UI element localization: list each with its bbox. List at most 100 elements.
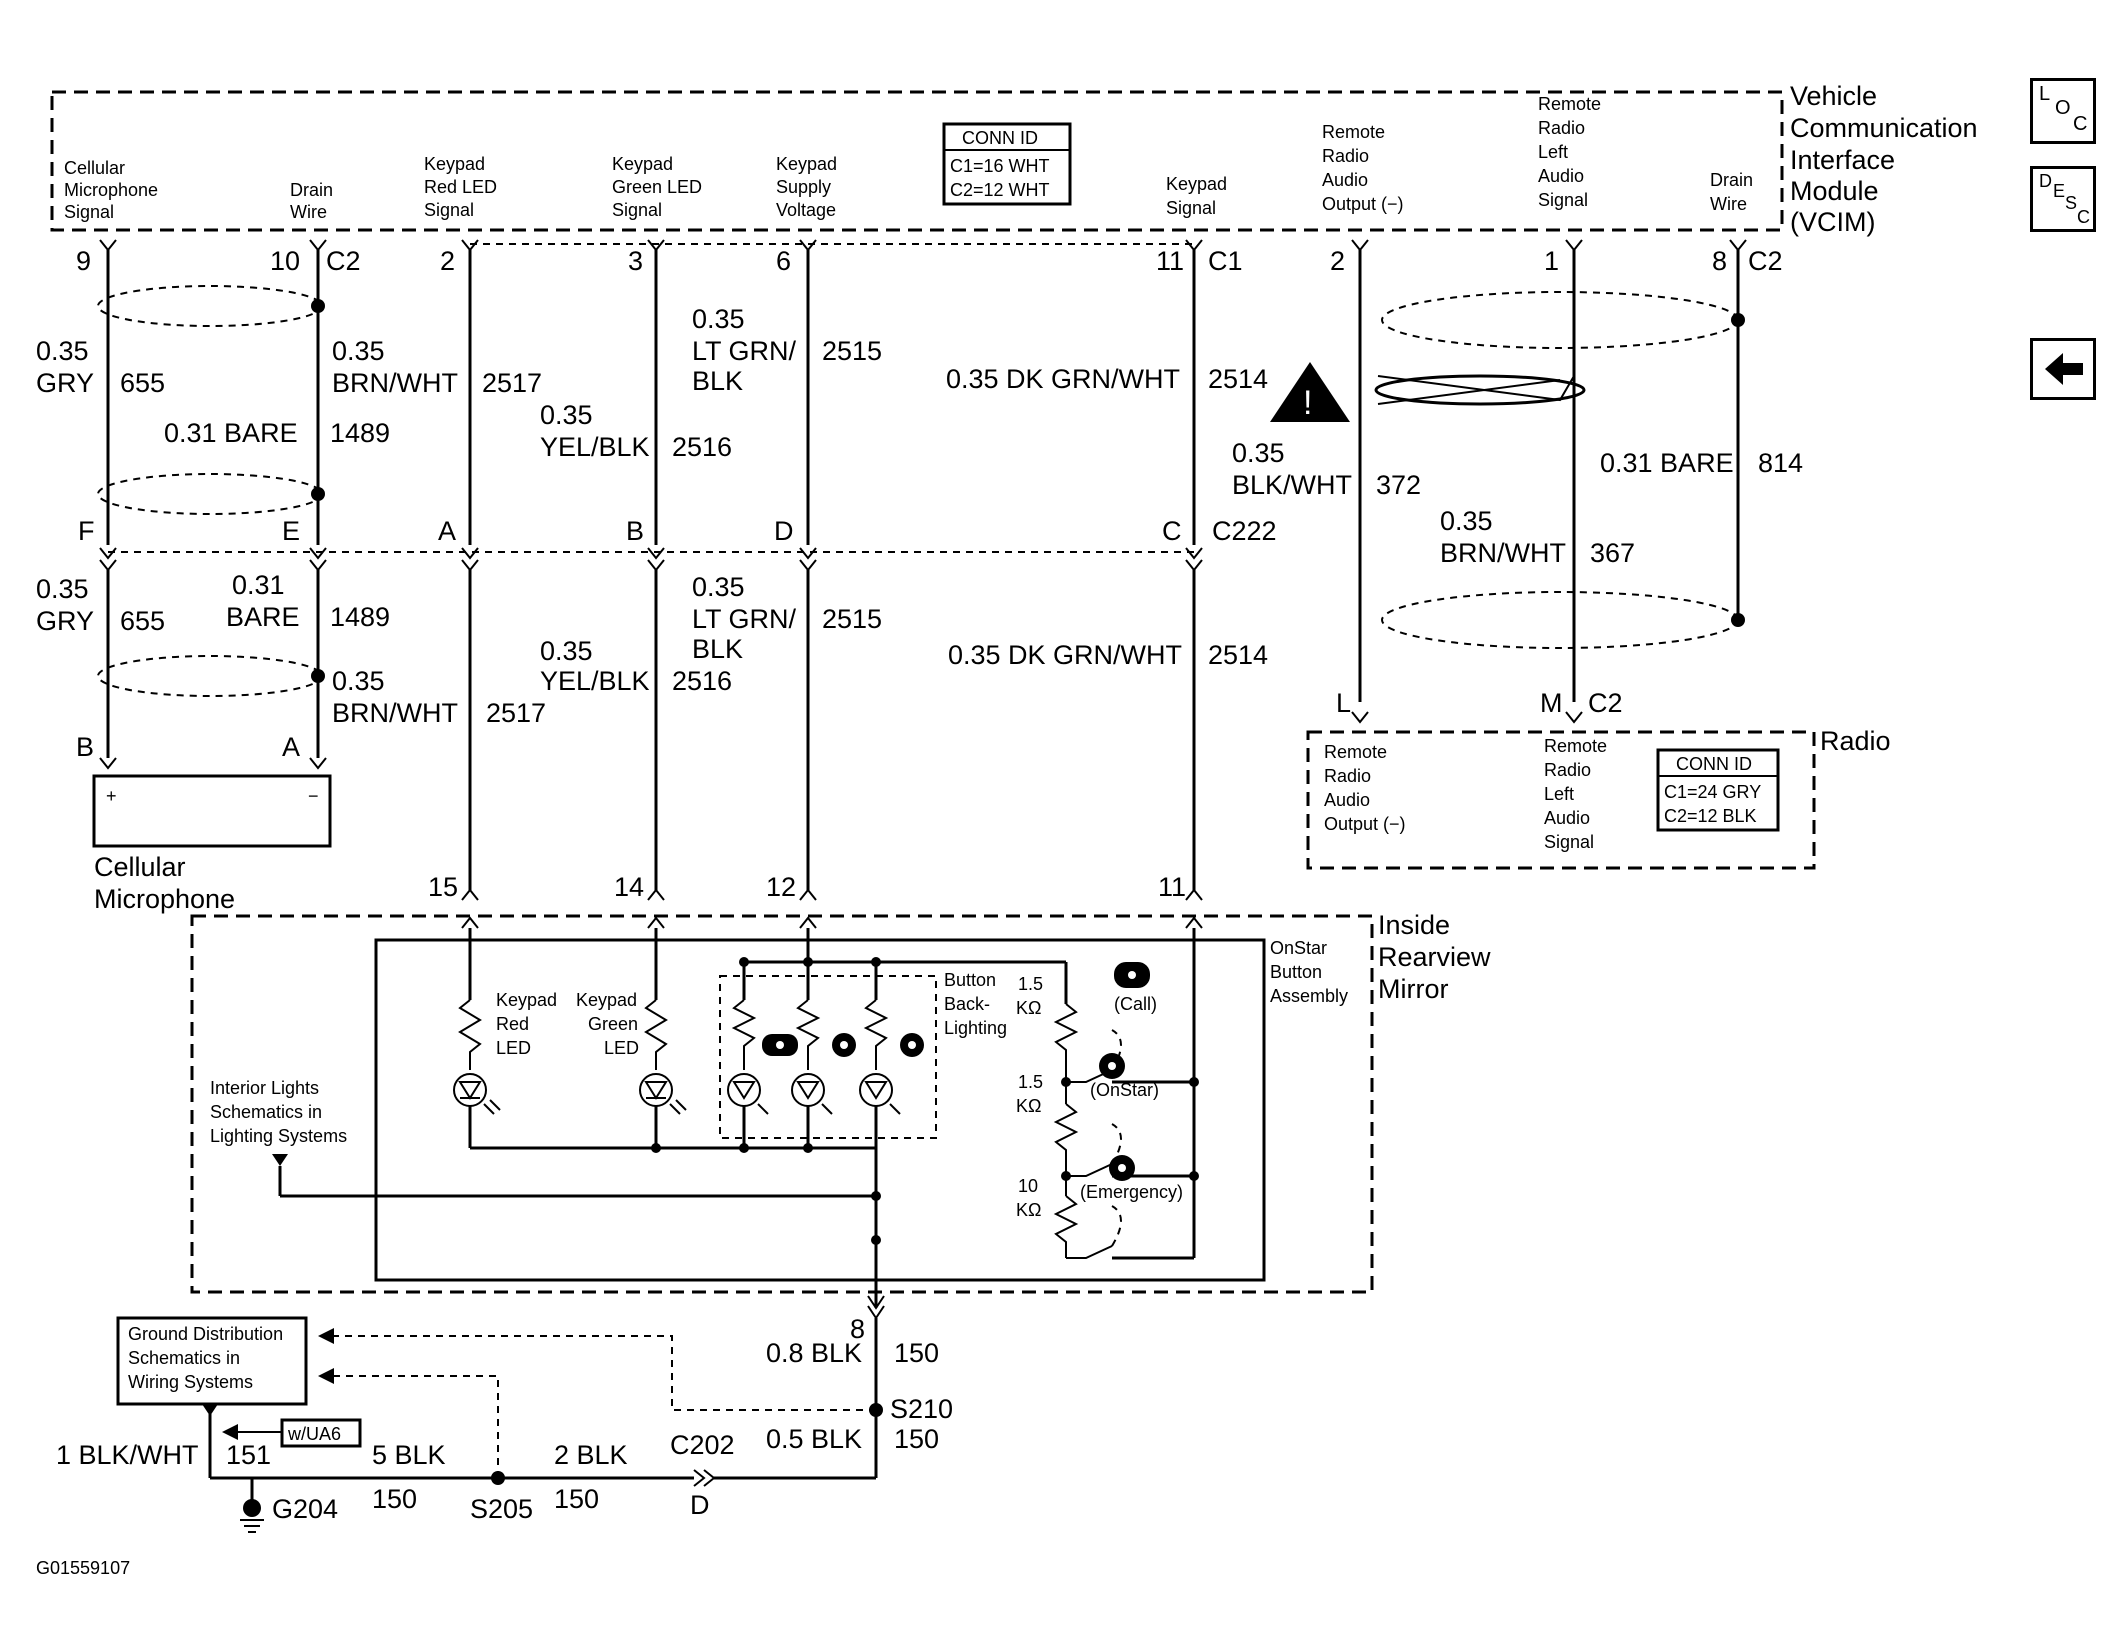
lower-wire-labels: 0.35 GRY 655 0.31 BARE 1489 0.35 BRN/WHT…	[36, 570, 1268, 728]
wire-circuit: 150	[372, 1484, 417, 1514]
wire-color: GRY	[36, 368, 94, 398]
vcim-pin-label: Supply	[776, 177, 831, 197]
red-led-label: Keypad	[496, 990, 557, 1010]
resistor-value: 10	[1018, 1176, 1038, 1196]
mirror-pin: 11	[1158, 872, 1186, 902]
vcim-title-5: (VCIM)	[1790, 207, 1875, 237]
radio-pin-label: Left	[1544, 784, 1574, 804]
interior-lights-arrow-icon	[272, 1154, 288, 1166]
pin-number: 1	[1544, 246, 1559, 276]
c222-pin: C	[1162, 516, 1182, 546]
desc-button[interactable]: D E S C	[2030, 166, 2096, 232]
wire-color: BARE	[226, 602, 300, 632]
wire-circuit: 2515	[822, 604, 882, 634]
desc-letter: D	[2039, 171, 2052, 191]
vcim-pin-labels: Cellular Microphone Signal Drain Wire Ke…	[64, 94, 1753, 222]
vcim-pin-label: Cellular	[64, 158, 125, 178]
mic-label: Cellular	[94, 852, 186, 882]
vcim-pin-label: Left	[1538, 142, 1568, 162]
back-button[interactable]	[2030, 338, 2096, 400]
pin-number: 11	[1156, 246, 1184, 276]
mirror-pin: 15	[428, 872, 458, 902]
ground-label: G204	[272, 1494, 338, 1524]
wire-circuit: 1489	[330, 418, 390, 448]
wire-circuit: 2517	[482, 368, 542, 398]
vcim-pin-label: Wire	[290, 202, 327, 222]
wire-circuit: 151	[226, 1440, 271, 1470]
option-box	[280, 1418, 362, 1448]
radio-conn-id-c2: C2=12 BLK	[1664, 806, 1757, 826]
connector-pin: D	[690, 1490, 710, 1520]
radio-conn-id-header: CONN ID	[1676, 754, 1752, 774]
radio-pin: L	[1336, 688, 1351, 718]
radio-pin-label: Remote	[1324, 742, 1387, 762]
c222-pin: D	[774, 516, 794, 546]
wire-circuit: 372	[1376, 470, 1421, 500]
vcim-pin-label: Output (−)	[1322, 194, 1404, 214]
resistor-value: 1.5	[1018, 974, 1043, 994]
mirror-pin: 12	[766, 872, 796, 902]
vcim-pin-label: Voltage	[776, 200, 836, 220]
c222-pin: B	[626, 516, 644, 546]
vcim-pin-label: Signal	[1166, 198, 1216, 218]
loc-button[interactable]: L O C	[2030, 78, 2096, 144]
c222-pin: E	[282, 516, 300, 546]
wire-circuit: 814	[1758, 448, 1803, 478]
desc-letter: E	[2053, 181, 2066, 201]
wire-gauge: 0.35	[540, 400, 593, 430]
c222-pin: A	[438, 516, 456, 546]
wire-gauge: 0.31 BARE	[164, 418, 298, 448]
splice-label: S205	[470, 1494, 533, 1524]
mirror-title: Inside	[1378, 910, 1450, 940]
vcim-pin-numbers: 9 10 C2 2 3 6 11 C1 2 1 8 C2	[76, 246, 1783, 276]
vcim-title-4: Module	[1790, 176, 1879, 206]
backlighting-label: Back-	[944, 994, 990, 1014]
vcim-pin-label: Keypad	[1166, 174, 1227, 194]
wire-label: 0.35 DK GRN/WHT	[948, 640, 1182, 670]
vcim-title-1: Vehicle	[1790, 81, 1877, 111]
vcim-conn-id-c2: C2=12 WHT	[950, 180, 1050, 200]
ground-dist-label: Wiring Systems	[128, 1372, 253, 1392]
red-led-label: LED	[496, 1038, 531, 1058]
radio-pin: C2	[1588, 688, 1623, 718]
pin-number: C2	[1748, 246, 1783, 276]
c222-label: C222	[1212, 516, 1277, 546]
upper-wires: !	[97, 243, 1745, 702]
figure-id: G01559107	[36, 1558, 130, 1578]
vcim-pin-label: Red LED	[424, 177, 497, 197]
wire-circuit: 655	[120, 368, 165, 398]
wire-circuit: 150	[554, 1484, 599, 1514]
wire-gauge: 0.31	[232, 570, 285, 600]
radio-conn-id-c1: C1=24 GRY	[1664, 782, 1761, 802]
vcim-pin-label: Signal	[612, 200, 662, 220]
wire-gauge: 0.35	[36, 336, 89, 366]
mic-pin: A	[282, 732, 300, 762]
radio-pin-label: Remote	[1544, 736, 1607, 756]
resistor-unit: KΩ	[1016, 998, 1041, 1018]
vcim-conn-id-c1: C1=16 WHT	[950, 156, 1050, 176]
loc-letter: C	[2073, 113, 2088, 135]
button-label: (OnStar)	[1090, 1080, 1159, 1100]
wire-color: YEL/BLK	[540, 666, 650, 696]
vcim-pin-label: Signal	[1538, 190, 1588, 210]
mirror-ground-pin: 8	[850, 1314, 865, 1344]
svg-text:!: !	[1303, 384, 1312, 422]
c222-connector: F E A B D C C222	[78, 516, 1277, 572]
mirror-outline	[190, 914, 1374, 1294]
splice-label: S210	[890, 1394, 953, 1424]
radio-pin-label: Radio	[1544, 760, 1591, 780]
loc-letter: L	[2039, 83, 2051, 105]
wire-circuit: 2517	[486, 698, 546, 728]
wire-color: BRN/WHT	[332, 368, 458, 398]
pin-number: 8	[1712, 246, 1727, 276]
interior-lights-label: Schematics in	[210, 1102, 322, 1122]
ground-point	[243, 1499, 261, 1517]
option-label: w/UA6	[287, 1424, 341, 1444]
vcim-module: Vehicle Communication Interface Module (…	[50, 81, 1978, 276]
upper-wire-labels: 0.35 GRY 655 0.35 BRN/WHT 2517 0.31 BARE…	[36, 304, 1803, 568]
interior-lights-label: Interior Lights	[210, 1078, 319, 1098]
resistor-unit: KΩ	[1016, 1200, 1041, 1220]
wire-gauge: 0.31 BARE	[1600, 448, 1734, 478]
green-led-label: Green	[588, 1014, 638, 1034]
